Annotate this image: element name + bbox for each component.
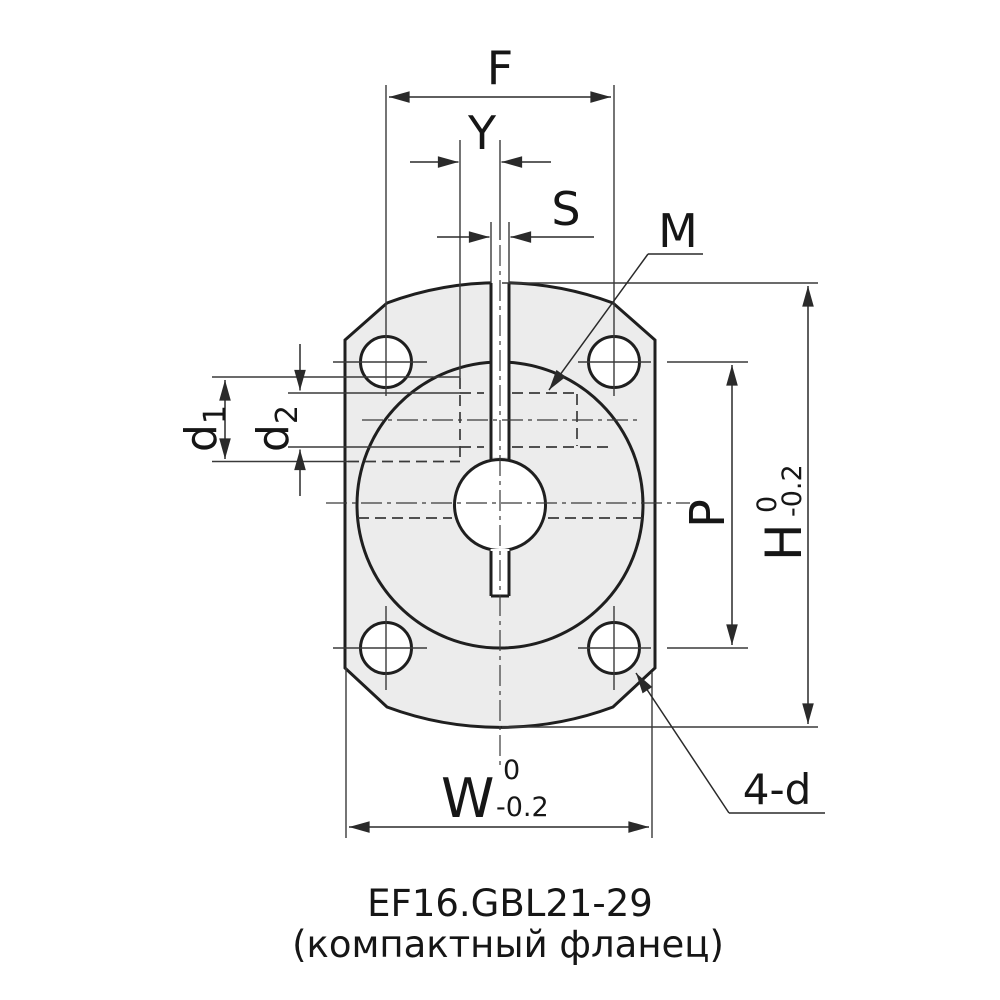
label-W-tol-upper: 0 (503, 755, 520, 786)
extension-lines (212, 140, 818, 838)
label-W-group: W 0 -0.2 (441, 755, 549, 830)
label-P: P (680, 499, 736, 528)
leader-M (548, 253, 703, 391)
bolt-hole-centerlines (333, 85, 748, 690)
label-H: H (755, 523, 813, 561)
label-F: F (487, 41, 513, 95)
label-Y: Y (467, 106, 497, 160)
leader-4d (635, 672, 825, 814)
label-d1: d1 (176, 405, 233, 452)
caption-description: (компактный фланец) (292, 923, 724, 966)
label-S: S (551, 182, 580, 236)
label-W-tol-lower: -0.2 (496, 792, 549, 823)
label-4d: 4-d (743, 765, 812, 814)
label-H-tol-lower: -0.2 (777, 464, 808, 517)
centerlines (326, 245, 690, 765)
caption-part-number: EF16.GBL21-29 (367, 882, 653, 925)
label-d2: d2 (248, 405, 305, 452)
label-H-group: H 0 -0.2 (752, 464, 813, 561)
label-W: W (441, 767, 494, 830)
label-M: M (658, 204, 698, 258)
label-H-tol-upper: 0 (752, 496, 783, 513)
